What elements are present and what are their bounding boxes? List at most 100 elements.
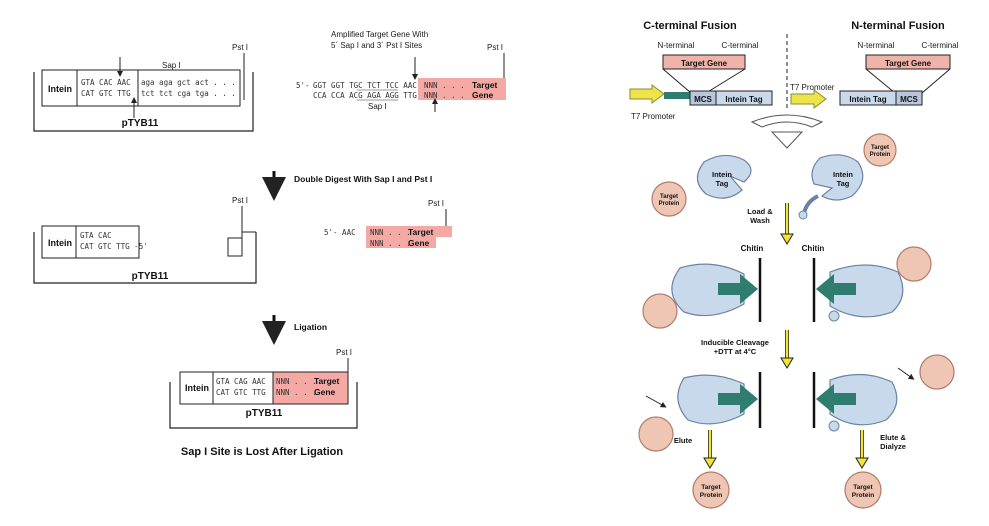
- cleavage-text-1: Inducible Cleavage: [701, 338, 769, 347]
- panel2-pst-label: Pst I: [232, 196, 248, 205]
- plasmid-loop-2: [33, 232, 257, 284]
- c-intein-tag-box: [715, 90, 773, 106]
- digested-pst-label: Pst I: [428, 199, 444, 208]
- c-target-gene-box: [662, 54, 746, 70]
- amplified-sap-label: Sap I: [368, 102, 387, 111]
- digested-box-bottom: [366, 237, 436, 248]
- vector-seq-bottom: CAT GTC TTG: [81, 89, 131, 98]
- amplified-gene-label: Gene: [472, 90, 494, 100]
- c-linker: [664, 92, 690, 99]
- c-bound-complex: [642, 263, 758, 329]
- plasmid-loop: [33, 72, 254, 132]
- n-bound-intein: [829, 264, 904, 318]
- n-terminal-title: N-terminal Fusion: [851, 20, 945, 32]
- c-purified-text-1: Target: [701, 484, 721, 491]
- intein-label-3: Intein: [185, 383, 209, 393]
- convergence-arc: [750, 114, 824, 128]
- digested-insert: Pst I 5'- AAC NNN . . . NNN . . . Target…: [324, 199, 452, 248]
- c-bound-cbd-arrow: [718, 274, 758, 304]
- elute-dialyze-text-2: Dialyze: [880, 442, 906, 451]
- c-cleaved-cbd-arrow: [718, 384, 758, 414]
- digested-box-top: [366, 226, 452, 237]
- n-cleaved-knob: [828, 420, 840, 432]
- pst-end-box: [227, 237, 243, 257]
- n-purified-protein: [844, 471, 882, 509]
- load-wash-arrowhead: [780, 233, 794, 245]
- sap-seq-top: aga aga gct act . . .: [141, 78, 236, 87]
- n-bound-knob: [828, 310, 840, 322]
- n-bound-cbd-arrow: [816, 274, 856, 304]
- c-target-text-1: Target: [660, 194, 678, 200]
- cleavage-text-2: +DTT at 4°C: [714, 347, 757, 356]
- five-prime-label: 5'-: [296, 81, 310, 90]
- n-intein-text-2: Tag: [837, 179, 850, 188]
- n-intein-tag-label: Intein Tag: [849, 95, 886, 104]
- c-mcs-label: MCS: [694, 95, 712, 104]
- n-cleavage-pointer: [897, 367, 915, 380]
- ligated-nnn-top: NNN . . .: [276, 377, 317, 386]
- n-intein-blob: [811, 154, 864, 201]
- ligated-target-fill: [303, 372, 348, 404]
- elute-arrowhead: [703, 457, 717, 469]
- elute-dialyze-arrowhead: [855, 457, 869, 469]
- n-nterm-label: N-terminal: [858, 41, 895, 50]
- chitin-label-right: Chitin: [802, 244, 825, 253]
- n-mcs-label: MCS: [900, 95, 918, 104]
- digested-target-label: Target: [408, 227, 434, 237]
- c-bound-target: [642, 293, 678, 329]
- n-t7-label: T7 Promoter: [790, 83, 835, 92]
- vector3-seq-bottom: CAT GTC TTG: [216, 388, 266, 397]
- vector2-seq-bottom: CAT GTC TTG -5': [80, 242, 148, 251]
- c-intein-blob: [696, 154, 752, 199]
- n-bound-target: [896, 246, 932, 282]
- n-cleaved-intein: [829, 373, 898, 426]
- c-target-text-2: Protein: [659, 201, 680, 207]
- vector-panel-2: Intein GTA CAC CAT GTC TTG -5' Pst I pTY…: [33, 196, 257, 284]
- cleavage-arrowhead: [780, 357, 794, 369]
- n-cleaved: [816, 354, 955, 432]
- c-nterm-label: N-terminal: [658, 41, 695, 50]
- load-wash-text-2: Wash: [750, 216, 770, 225]
- c-cterm-label: C-terminal: [722, 41, 759, 50]
- plasmid-label-3: pTYB11: [246, 408, 283, 419]
- vector-panel-1: Intein GTA CAC AAC CAT GTC TTG aga aga g…: [33, 43, 254, 132]
- ligated-gene-label: Gene: [314, 387, 336, 397]
- c-terminal-construct: N-terminal C-terminal Target Gene MCS In…: [629, 41, 773, 121]
- intein-label-2: Intein: [48, 238, 72, 248]
- elute-label: Elute: [674, 436, 692, 445]
- chitin-label-left: Chitin: [741, 244, 764, 253]
- n-target-text-1: Target: [871, 145, 889, 151]
- n-target-gene-label: Target Gene: [885, 59, 932, 68]
- c-t7-label: T7 Promoter: [631, 112, 676, 121]
- step2-label: Ligation: [294, 322, 327, 332]
- intein-label: Intein: [48, 84, 72, 94]
- n-released-target: [919, 354, 955, 390]
- c-cleavage-pointer: [645, 395, 667, 408]
- pst-i-label: Pst I: [232, 43, 248, 52]
- digested-nnn-bottom: NNN . . .: [370, 239, 411, 248]
- n-t7-promoter-arrow: [790, 89, 827, 109]
- amplified-seq-top: GGT GGT TGC TCT TCC AAC: [313, 81, 417, 90]
- c-cleaved-intein: [677, 374, 745, 425]
- ligated-nnn-fill: [273, 372, 303, 404]
- elute-dialyze-text-1: Elute &: [880, 433, 906, 442]
- n-target-gene-box: [865, 54, 951, 70]
- n-insert-lines: [865, 68, 951, 94]
- digested-five-prime: 5'- AAC: [324, 228, 356, 237]
- vector2-seq-top: GTA CAC: [80, 231, 112, 240]
- n-cbd-knob: [798, 210, 808, 220]
- target-gene-box: [418, 78, 506, 100]
- amplified-gene: Amplified Target Gene With 5´ Sap I and …: [296, 30, 506, 112]
- n-cterm-label: C-terminal: [922, 41, 959, 50]
- c-cleaved: [638, 374, 758, 452]
- c-target-protein: [651, 181, 687, 217]
- load-wash-text-1: Load &: [747, 207, 773, 216]
- amplified-seq-bottom: CCA CCA ACG AGA AGG TTG: [313, 91, 417, 100]
- c-insert-lines: [662, 68, 746, 94]
- n-mcs-box: [895, 90, 923, 106]
- digested-gene-label: Gene: [408, 238, 430, 248]
- n-target-text-2: Protein: [870, 152, 891, 158]
- c-intein-text-2: Tag: [716, 179, 729, 188]
- c-released-target: [638, 416, 674, 452]
